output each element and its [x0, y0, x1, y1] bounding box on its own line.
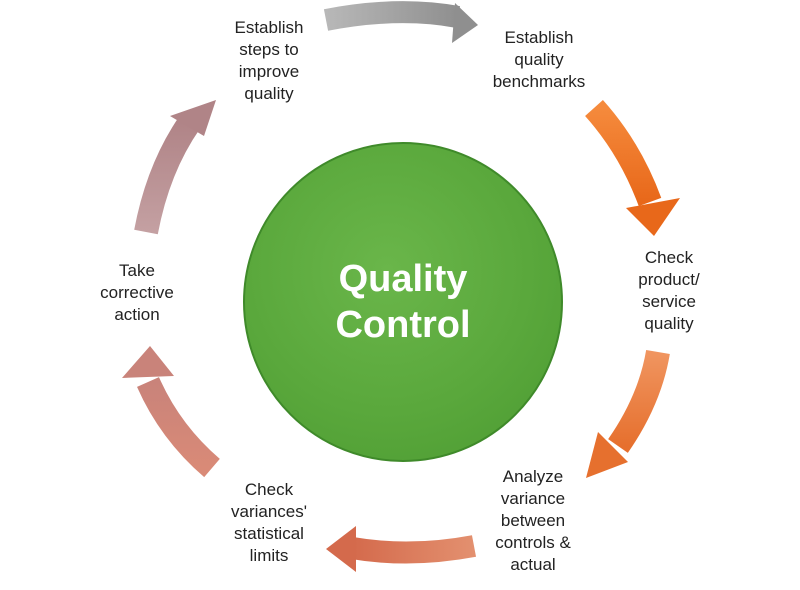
- step-check-statistical-limits: Check variances' statistical limits: [230, 480, 307, 565]
- step-establish-improvement-steps: Establish steps to improve quality: [234, 18, 304, 103]
- step-establish-benchmarks: Establish quality benchmarks: [492, 28, 586, 91]
- center-title-line-1: Quality: [338, 258, 468, 300]
- step-take-corrective-action: Take corrective action: [100, 261, 174, 324]
- arrow-bottom: [326, 526, 477, 572]
- center-title-line-2: Control: [335, 304, 471, 346]
- center-circle: Quality Control: [243, 142, 563, 462]
- arrow-lower-right: [586, 349, 670, 478]
- arrow-top: [323, 1, 478, 43]
- step-check-product-quality: Check product/ service quality: [638, 248, 700, 333]
- arrow-upper-right: [585, 99, 680, 236]
- step-analyze-variance: Analyze variance between controls & actu…: [495, 467, 571, 574]
- arrow-upper-left: [134, 100, 216, 235]
- arrow-lower-left: [122, 346, 220, 478]
